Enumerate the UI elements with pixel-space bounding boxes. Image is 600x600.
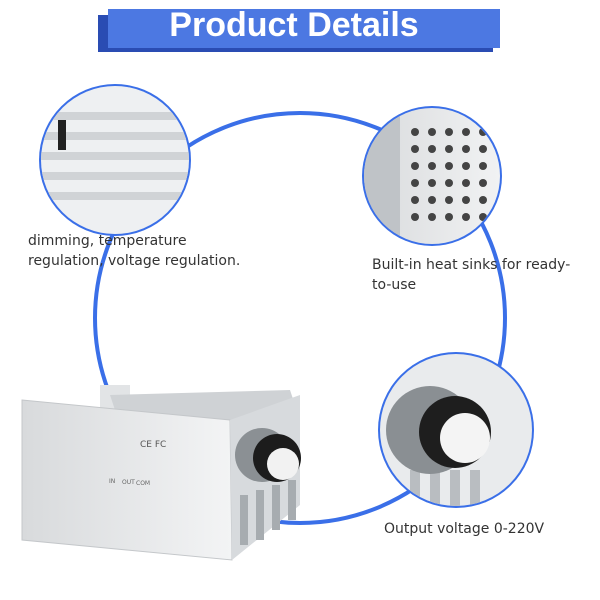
- vent-hole: [428, 162, 436, 170]
- vent-hole: [411, 196, 419, 204]
- vent-hole: [445, 213, 453, 221]
- vent-hole: [462, 196, 470, 204]
- vent-hole: [445, 179, 453, 187]
- caption-bottom-right: Output voltage 0-220V: [384, 521, 545, 537]
- label-in: IN: [109, 478, 115, 485]
- vent-hole: [445, 196, 453, 204]
- vent-hole: [411, 128, 419, 136]
- heatsink-detail-circle: [39, 84, 191, 236]
- vent-hole: [462, 145, 470, 153]
- vent-hole: [479, 145, 487, 153]
- vent-hole: [411, 145, 419, 153]
- vent-hole: [445, 145, 453, 153]
- certification-marks: CE FC: [140, 440, 166, 450]
- vent-hole: [462, 179, 470, 187]
- vent-hole: [445, 162, 453, 170]
- banner: [108, 9, 500, 48]
- caption-top-right: Built-in heat sinks for ready-to-use: [372, 257, 571, 293]
- vent-hole: [428, 196, 436, 204]
- vent-hole: [411, 162, 419, 170]
- caption-top-left: dimming, temperature regulation, voltage…: [28, 233, 241, 269]
- page-title: Product Details: [169, 6, 419, 44]
- vent-hole: [411, 213, 419, 221]
- vent-hole: [462, 162, 470, 170]
- vent-hole: [411, 179, 419, 187]
- vent-hole: [479, 196, 487, 204]
- label-com: COM: [136, 480, 150, 487]
- vent-hole: [479, 179, 487, 187]
- label-out: OUT: [122, 479, 135, 486]
- vent-hole: [462, 128, 470, 136]
- vent-hole: [428, 213, 436, 221]
- vent-hole: [479, 162, 487, 170]
- vent-hole: [428, 145, 436, 153]
- vent-hole: [445, 128, 453, 136]
- vent-hole: [462, 213, 470, 221]
- vent-hole: [428, 179, 436, 187]
- connector-ring: [93, 111, 507, 525]
- case-detail-circle: [362, 106, 502, 246]
- knob-detail-circle: [378, 352, 534, 508]
- voltage-regulator-product: CE FC IN OUT COM: [21, 385, 301, 561]
- vent-hole: [428, 128, 436, 136]
